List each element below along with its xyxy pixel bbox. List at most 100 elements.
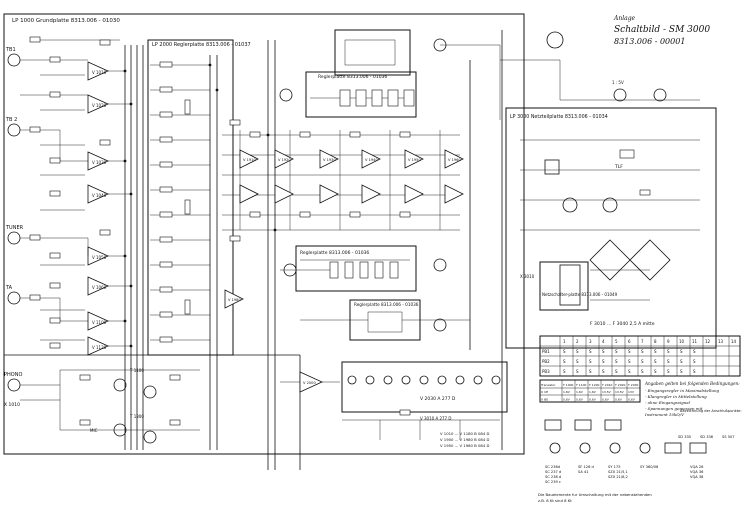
phono-preamp: T 1100 T 1300 MIC — [20, 368, 200, 444]
table-cell: S — [667, 369, 670, 374]
table-cell: S — [667, 359, 670, 364]
switch-table: 1 2 3 4 5 6 7 8 9 10 11 12 13 14 PB1 PB2… — [539, 335, 741, 377]
table-cell: S — [628, 369, 631, 374]
transistor-table-cell: 0,6V — [576, 397, 584, 401]
table-header: 12 — [705, 339, 711, 344]
bus-lines — [4, 30, 503, 470]
ic-note: V 1900 ... V 1980 B 084 D — [440, 437, 489, 442]
table-cell: S — [641, 349, 644, 354]
package-label: VQA 26 — [690, 465, 704, 469]
opamp-label: V 1120 — [92, 345, 107, 350]
transistor-table-cell: 0,6V — [628, 397, 636, 401]
title-name: Schaltbild - SM 3000 — [614, 25, 710, 35]
package-label: VQA 38 — [690, 475, 704, 479]
fuse-label: F 3010 ... F 3040 2,5 A mitte — [590, 321, 655, 327]
rectifier-bridge — [629, 239, 671, 281]
ic-note: V 1950 ... V 1980 B 084 D — [440, 443, 489, 448]
connector-tb1 — [7, 53, 21, 67]
table-cell: S — [563, 369, 566, 374]
input-label-tuner: TUNER — [5, 225, 24, 231]
stage-wires — [20, 39, 131, 347]
package-label: SY 175 — [608, 465, 620, 469]
pinout-symbols: Bezeichnung der Anschlußpunkte: SC 236d … — [544, 409, 742, 484]
package-label: SZX 21/8,2 — [608, 475, 628, 479]
legend-line: - ohne Eingangssignal — [645, 400, 691, 405]
transistor-table-cell: 0,6V — [615, 397, 623, 401]
board-label-regler-b3: Reglerplatte 8313.006 - 01036 — [354, 302, 419, 307]
regler-b1-pots — [279, 38, 447, 107]
opamp-label: V 1050 — [92, 255, 107, 260]
transistor-table-cell: U CE — [541, 390, 548, 394]
transistor-table-cell: T 2010 — [601, 383, 613, 387]
pin-name: SD 335 — [678, 435, 691, 439]
transistor-table-cell: 1,6V — [576, 390, 584, 394]
table-cell: S — [693, 359, 696, 364]
table-cell: S — [693, 369, 696, 374]
regler-potentiometers — [150, 61, 210, 343]
table-cell: S — [563, 359, 566, 364]
transistor-label: T 1300 — [129, 414, 144, 419]
input-label-phono: PHONO — [4, 372, 22, 378]
table-row-label: PB2 — [542, 359, 550, 364]
dc-label: 1 : 5V — [612, 80, 624, 85]
transistor-table-cell: U BE — [541, 397, 548, 401]
legend-line: - Klangregler in Mittelstellung — [645, 394, 707, 399]
output-stage: V 2000 V 2030 A 277 D V 1010 ... V 1180 … — [280, 361, 508, 448]
transistor-table-cell: 1,6V — [589, 390, 597, 394]
connector-tb2 — [7, 123, 21, 137]
table-cell: S — [576, 369, 579, 374]
opamp-label: V 1940 — [365, 158, 378, 162]
transistor-symbol — [143, 385, 157, 399]
connector-label: X 1010 — [4, 402, 20, 408]
table-header: 10 — [679, 339, 685, 344]
board-frame-main — [3, 13, 525, 455]
opamp-label: V 1930 — [323, 158, 336, 162]
legend-intro: Angaben gelten bei folgenden Bedingungen… — [644, 381, 740, 386]
package-label: SZX 21/5,1 — [608, 470, 628, 474]
tlf-label: TLF — [614, 164, 623, 170]
table-cell: S — [576, 359, 579, 364]
transistor-table-cell: 0,6V — [563, 397, 571, 401]
transistor-table-cell: 1,6V — [563, 390, 571, 394]
opamp-label: V 1910 — [243, 158, 256, 162]
table-header: 4 — [602, 339, 605, 344]
table-cell: S — [589, 359, 592, 364]
board-label-main: LP 1000 Grundplatte 8313.006 - 01030 — [12, 18, 120, 24]
legend-line: - Spannungen gemessen mit — [645, 406, 703, 411]
table-header: 3 — [589, 339, 592, 344]
table-cell: S — [654, 349, 657, 354]
pin-name: SD 336 — [700, 435, 714, 439]
title-number: 8313.006 - 00001 — [614, 37, 685, 46]
tone-resistors — [229, 119, 411, 242]
connector-tuner — [7, 231, 21, 245]
package-label: SC 236d — [545, 465, 560, 469]
table-cell: S — [628, 359, 631, 364]
transistor-table-cell: T 2030 — [627, 383, 639, 387]
footer-note: z.B. 8 Kt sind 8 Kt — [538, 498, 572, 503]
transistor-table-cell: 0,6V — [589, 397, 597, 401]
board-frame-netz — [505, 107, 717, 349]
table-row-label: PB1 — [542, 349, 550, 354]
legend-line: Instrument 10kΩ/V — [644, 412, 685, 417]
package-label: SC 237 d — [545, 470, 561, 474]
transistor-table-cell: T 2020 — [614, 383, 626, 387]
connector-phono — [7, 378, 21, 392]
table-header: 6 — [628, 339, 631, 344]
opamp-label: V 1060 — [92, 285, 107, 290]
legend-line: - Eingangsregler in Maximalstellung — [645, 388, 720, 393]
table-cell: S — [654, 369, 657, 374]
table-cell: S — [576, 349, 579, 354]
table-cell: S — [693, 349, 696, 354]
transistor-table-cell: Transistor — [540, 383, 556, 387]
table-cell: S — [641, 369, 644, 374]
table-cell: S — [602, 369, 605, 374]
board-label-regler: LP 2000 Reglerplatte 8313.006 - 01037 — [152, 42, 251, 48]
junction-dots — [123, 63, 277, 348]
board-frame-netzschalter — [539, 261, 589, 311]
footer-note: Die Bauelemente fur Umschaltung mit der … — [538, 492, 652, 497]
opamp-label: V 1020 — [92, 103, 107, 108]
opamp-label: V 2000 — [303, 381, 316, 385]
table-cell: S — [602, 359, 605, 364]
